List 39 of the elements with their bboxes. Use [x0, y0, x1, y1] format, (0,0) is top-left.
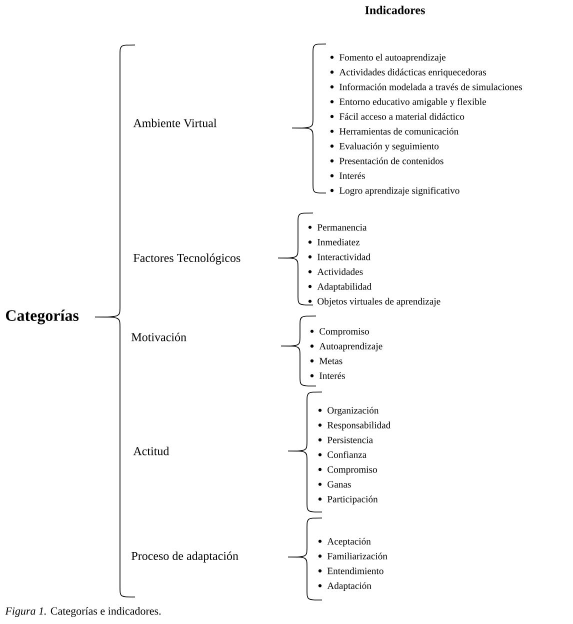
- list-item: Compromiso: [310, 328, 369, 337]
- category-label: Factores Tecnológicos: [134, 254, 240, 264]
- list-item: Permanencia: [308, 224, 367, 231]
- list-item: Inmediatez: [308, 238, 360, 246]
- list-item: Fomento el autoaprendizaje: [330, 54, 446, 63]
- list-item: Interactividad: [308, 253, 370, 260]
- list-item: Persistencia: [318, 436, 373, 444]
- list-item: Metas: [310, 358, 342, 364]
- list-item: Responsabilidad: [318, 422, 391, 430]
- list-item: Objetos virtuales de aprendizaje: [308, 298, 440, 307]
- list-item: Evaluación y seguimiento: [330, 142, 439, 152]
- list-item: Participación: [318, 496, 378, 504]
- list-item: Fácil acceso a material didáctico: [330, 113, 464, 120]
- list-item: Herramientas de comunicación: [330, 128, 458, 135]
- column-heading: Indicadores: [365, 6, 425, 14]
- list-item: Adaptabilidad: [308, 283, 372, 292]
- list-item: Aceptación: [318, 538, 371, 547]
- category-heading: Categorías: [6, 310, 79, 324]
- list-item: Actividades: [308, 268, 363, 275]
- list-item: Información modelada a través de simulaciones: [330, 83, 522, 90]
- list-item: Compromiso: [318, 466, 377, 475]
- list-item: Familiarización: [318, 552, 388, 560]
- list-item: Logro aprendizaje significativo: [330, 186, 460, 196]
- list-item: Actividades didácticas enriquecedoras: [330, 68, 486, 78]
- list-item: Interés: [310, 372, 345, 379]
- category-label: Ambiente Virtual: [133, 118, 217, 128]
- list-item: Entendimiento: [318, 567, 384, 574]
- category-label: Proceso de adaptación: [132, 552, 238, 562]
- list-item: Entorno educativo amigable y flexible: [330, 98, 486, 107]
- figure-caption: Figura 1. Categorías e indicadores.: [5, 607, 161, 617]
- list-item: Autoaprendizaje: [310, 342, 382, 352]
- list-item: Organización: [318, 406, 379, 416]
- list-item: Adaptación: [318, 582, 372, 591]
- list-item: Ganas: [318, 481, 351, 488]
- category-label: Actitud: [133, 446, 170, 456]
- list-item: Presentación de contenidos: [330, 157, 444, 164]
- category-label: Motivación: [132, 332, 186, 342]
- list-item: Confianza: [318, 451, 366, 458]
- list-item: Interés: [330, 172, 365, 179]
